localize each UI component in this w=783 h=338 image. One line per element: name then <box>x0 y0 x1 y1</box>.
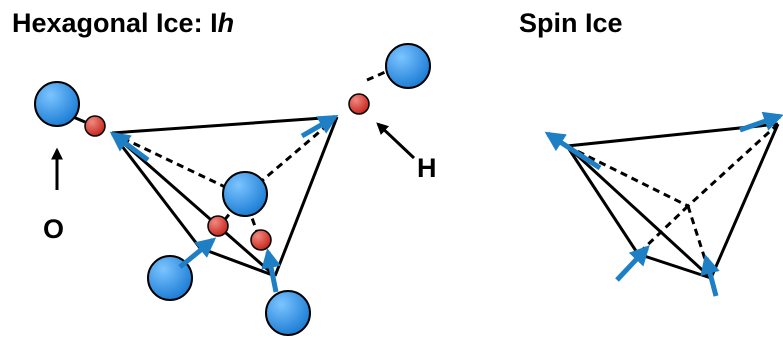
blue-spin-arrows <box>109 114 339 293</box>
spin-ice-dashed-edges <box>566 122 780 279</box>
oxygen-atom-top-right <box>385 43 431 89</box>
hydrogen-atom-center-left <box>207 215 229 237</box>
spin-ice-arrows <box>544 111 783 297</box>
spin-ice-diagram <box>544 111 783 297</box>
hexagonal-ice-title: Hexagonal Ice: Ih <box>12 8 234 39</box>
hexagonal-ice-title-italic: h <box>217 8 235 38</box>
hydrogen-atom-top-right <box>348 93 370 115</box>
hexagonal-ice-diagram <box>34 43 431 336</box>
oxygen-atom-bottom <box>265 290 311 336</box>
hydrogen-pointer-arrow <box>376 122 416 160</box>
hydrogen-atom-left <box>84 115 106 137</box>
hexagonal-ice-title-main: Hexagonal Ice: I <box>12 8 218 38</box>
spin-ice-solid-edges <box>565 122 780 280</box>
hydrogen-label: H <box>417 153 437 183</box>
hydrogen-atom-center-right <box>250 229 272 251</box>
oxygen-atom-center <box>222 171 268 217</box>
spin-ice-title: Spin Ice <box>519 8 623 38</box>
oxygen-label: O <box>43 214 65 244</box>
oxygen-atom-left <box>34 81 80 127</box>
